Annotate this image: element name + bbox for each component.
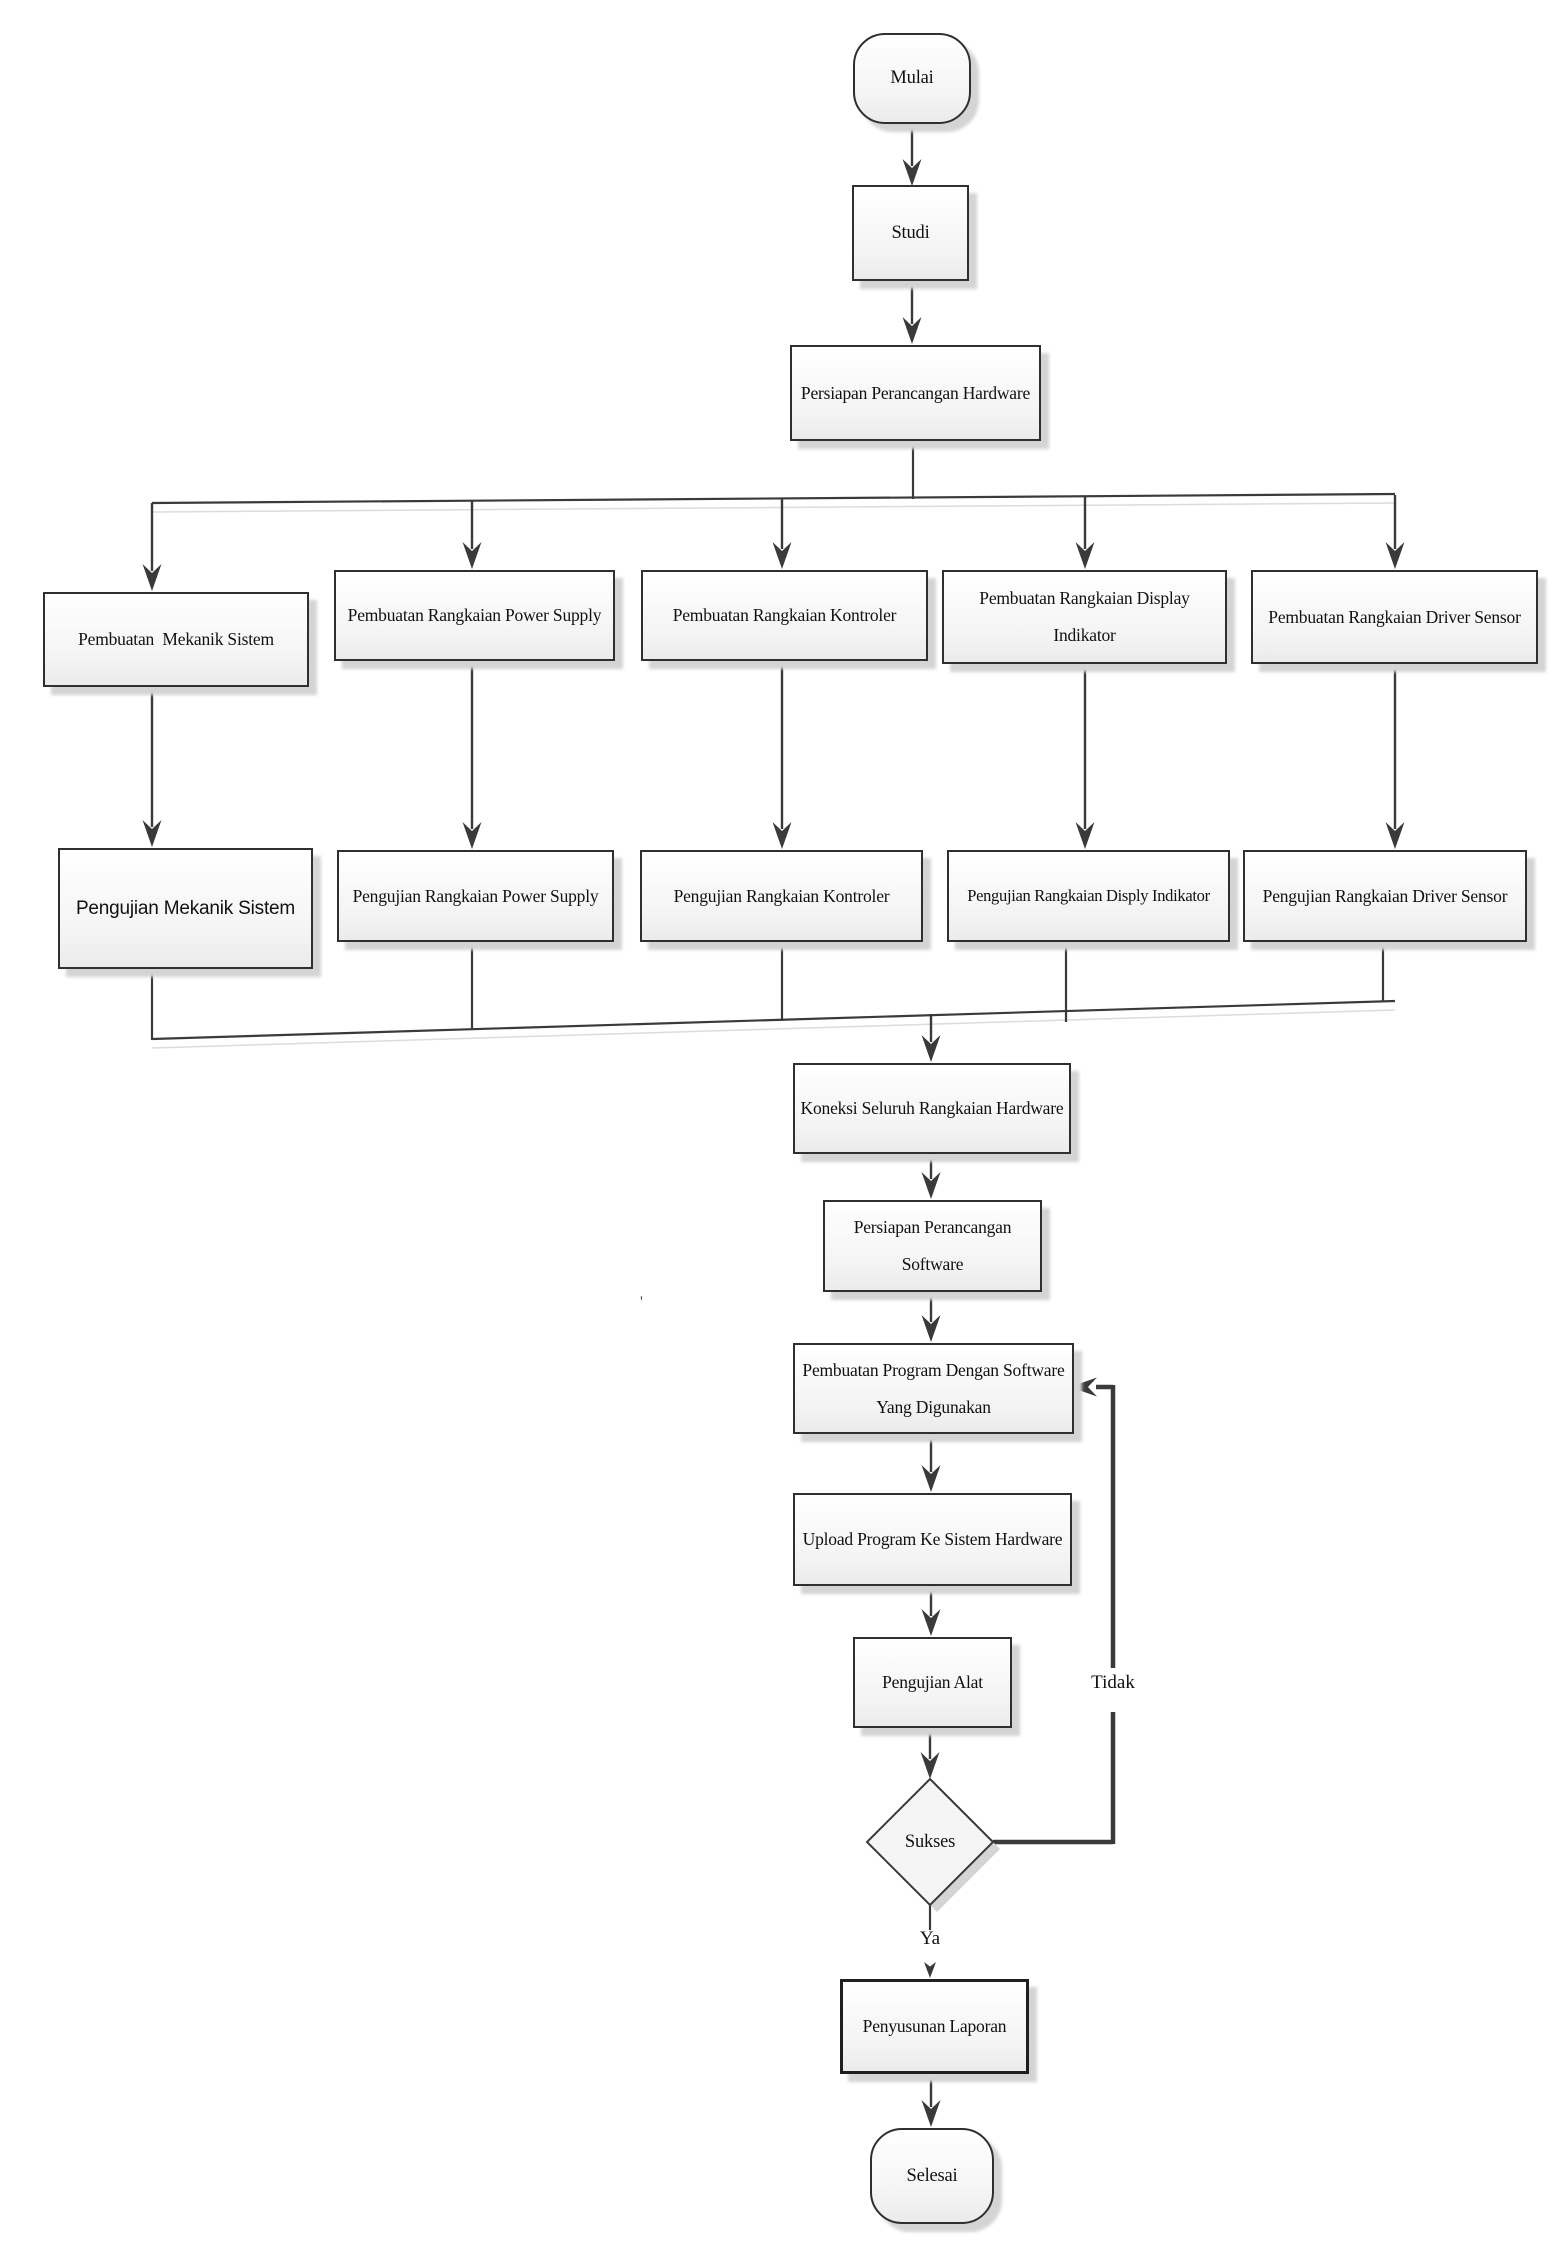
node-label: Sukses	[904, 1831, 956, 1852]
process-pengujian-driver-sensor: Pengujian Rangkaian Driver Sensor	[1243, 850, 1527, 942]
node-label: Pembuatan Program Dengan Software Yang D…	[802, 1359, 1065, 1417]
node-label: Persiapan Perancangan Software	[853, 1217, 1012, 1274]
node-label: Pengujian Mekanik Sistem	[75, 897, 296, 919]
node-label: Pembuatan Rangkaian Power Supply	[347, 605, 602, 626]
loop-tidak-edge	[993, 1384, 1116, 1845]
process-koneksi-hardware: Koneksi Seluruh Rangkaian Hardware	[793, 1063, 1071, 1154]
node-label: Pembuatan Rangkaian Display Indikator	[979, 588, 1190, 645]
stray-mark: '	[640, 1294, 643, 1311]
node-label: Pembuatan Rangkaian Driver Sensor	[1268, 606, 1521, 627]
terminator-mulai: Mulai	[853, 33, 971, 124]
process-persiapan-hardware: Persiapan Perancangan Hardware	[790, 345, 1041, 441]
node-label: Persiapan Perancangan Hardware	[800, 382, 1031, 403]
process-pengujian-power-supply: Pengujian Rangkaian Power Supply	[337, 850, 614, 942]
process-upload-program: Upload Program Ke Sistem Hardware	[793, 1493, 1072, 1586]
node-label: Selesai	[906, 2165, 958, 2186]
process-pengujian-display-indikator: Pengujian Rangkaian Disply Indikator	[947, 850, 1230, 942]
node-label: Pembuatan Mekanik Sistem	[78, 629, 274, 650]
process-penyusunan-laporan: Penyusunan Laporan	[840, 1979, 1029, 2074]
process-pembuatan-kontroler: Pembuatan Rangkaian Kontroler	[641, 570, 928, 661]
plain-edges	[150, 437, 1396, 1930]
node-label: Pengujian Rangkaian Kontroler	[673, 885, 890, 906]
process-pengujian-mekanik: Pengujian Mekanik Sistem	[58, 848, 313, 969]
edge-label-ya: Ya	[919, 1928, 941, 1949]
node-label: Koneksi Seluruh Rangkaian Hardware	[800, 1098, 1064, 1119]
node-label: Studi	[891, 222, 930, 243]
process-pengujian-alat: Pengujian Alat	[853, 1637, 1012, 1728]
node-label: Pengujian Alat	[882, 1672, 983, 1693]
node-label: Pengujian Rangkaian Power Supply	[352, 885, 599, 906]
terminator-selesai: Selesai	[870, 2128, 994, 2224]
process-persiapan-software: Persiapan Perancangan Software	[823, 1200, 1042, 1292]
arrow-stems	[150, 120, 1397, 2107]
node-label: Pengujian Rangkaian Disply Indikator	[967, 885, 1210, 905]
process-pembuatan-display-indikator: Pembuatan Rangkaian Display Indikator	[942, 570, 1227, 664]
process-pengujian-kontroler: Pengujian Rangkaian Kontroler	[640, 850, 923, 942]
process-pembuatan-driver-sensor: Pembuatan Rangkaian Driver Sensor	[1251, 570, 1538, 664]
node-label: Pembuatan Rangkaian Kontroler	[672, 605, 897, 626]
process-pembuatan-power-supply: Pembuatan Rangkaian Power Supply	[334, 570, 615, 661]
node-label: Pengujian Rangkaian Driver Sensor	[1262, 885, 1508, 906]
decision-diamond	[865, 1777, 1000, 1912]
node-label: Upload Program Ke Sistem Hardware	[802, 1529, 1063, 1550]
process-pembuatan-mekanik: Pembuatan Mekanik Sistem	[43, 592, 309, 687]
process-studi: Studi	[852, 185, 969, 281]
loop-arrowhead	[1070, 1377, 1097, 1397]
edge-label-tidak: Tidak	[1091, 1672, 1135, 1693]
decision-sukses-label: Sukses	[880, 1812, 980, 1872]
arrowheads	[142, 159, 1405, 2127]
node-label: Mulai	[890, 68, 934, 89]
process-pembuatan-program: Pembuatan Program Dengan Software Yang D…	[793, 1343, 1074, 1434]
echo-rails	[151, 502, 1396, 1049]
node-label: Penyusunan Laporan	[862, 2016, 1007, 2037]
